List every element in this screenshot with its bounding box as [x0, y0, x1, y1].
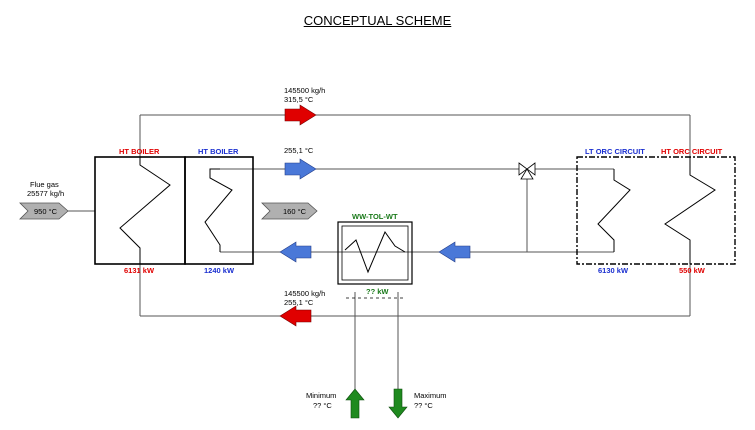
- exchanger-inner-box: [341, 225, 409, 281]
- ht-boiler2-box: [184, 156, 254, 265]
- flue-gas-outlet-temp: 160 °C: [283, 207, 307, 216]
- mid-supply-arrow-icon: [284, 158, 317, 180]
- exchanger-power: ?? kW: [366, 287, 389, 296]
- flue-gas-inlet-icon: [19, 202, 69, 220]
- three-way-valve-icon: [518, 162, 536, 180]
- ht-boiler-coil: [119, 157, 171, 264]
- return-arrow-left-icon: [279, 241, 312, 263]
- lt-orc-coil: [597, 169, 631, 252]
- page-title: CONCEPTUAL SCHEME: [303, 13, 452, 28]
- ht-boiler-label: HT BOILER: [119, 147, 160, 156]
- lt-orc-power: 6130 kW: [598, 266, 629, 275]
- maximum-down-arrow-icon: [388, 388, 408, 419]
- hot-return-arrow-icon: [279, 305, 312, 327]
- ht-orc-power: 550 kW: [679, 266, 705, 275]
- orc-circuit-box: [576, 156, 736, 265]
- flue-gas-outlet-icon: [261, 202, 318, 220]
- top-stream-flow: 145500 kg/h: [284, 86, 326, 95]
- bottom-stream-temp: 255,1 °C: [284, 298, 314, 307]
- minimum-temp: ?? °C: [313, 401, 332, 410]
- maximum-temp: ?? °C: [414, 401, 433, 410]
- hot-supply-arrow-icon: [284, 104, 317, 126]
- bottom-stream-flow: 145500 kg/h: [284, 289, 326, 298]
- mid-stream-temp: 255,1 °C: [284, 146, 314, 155]
- exchanger-box: [337, 221, 413, 285]
- flue-gas-inlet-temp: 950 °C: [34, 207, 58, 216]
- ht-boiler2-label: HT BOILER: [198, 147, 239, 156]
- ht-orc-coil: [664, 157, 716, 264]
- top-stream-temp: 315,5 °C: [284, 95, 314, 104]
- ht-boiler-power: 6131 kW: [124, 266, 155, 275]
- flue-gas-label: Flue gas: [30, 180, 59, 189]
- minimum-label: Minimum: [306, 391, 337, 400]
- lt-orc-label: LT ORC CIRCUIT: [585, 147, 645, 156]
- ht-orc-label: HT ORC CIRCUIT: [661, 147, 723, 156]
- ht-boiler2-coil: [204, 168, 233, 252]
- exchanger-label: WW-TOL-WT: [352, 212, 398, 221]
- ht-boiler2-power: 1240 kW: [204, 266, 235, 275]
- maximum-label: Maximum: [414, 391, 447, 400]
- minimum-up-arrow-icon: [345, 388, 365, 419]
- exchanger-coil: [344, 230, 406, 274]
- flue-gas-flow: 25577 kg/h: [27, 189, 65, 198]
- return-arrow-right-icon: [438, 241, 471, 263]
